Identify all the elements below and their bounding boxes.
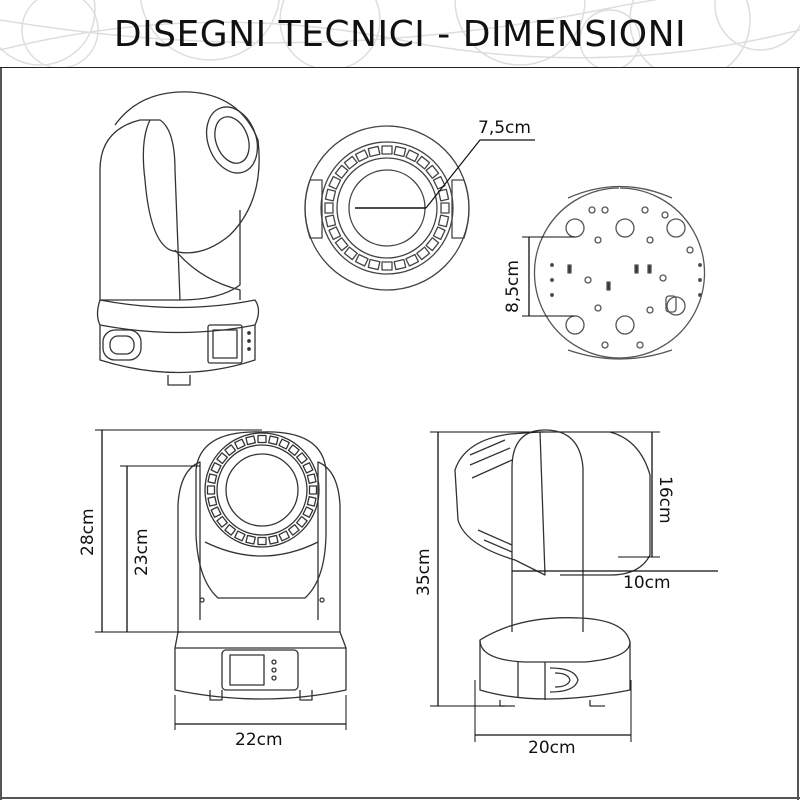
led-segment xyxy=(268,435,279,446)
led-segment xyxy=(381,261,393,271)
header-decoration xyxy=(0,0,800,68)
side-elevation-view xyxy=(454,429,651,707)
frame-left-border xyxy=(0,68,2,800)
led-segment xyxy=(343,155,358,170)
led-segment xyxy=(437,188,450,202)
led-segment xyxy=(416,155,431,170)
led-segment xyxy=(207,473,218,484)
side-head-height-label: 16cm xyxy=(655,476,675,524)
led-segment xyxy=(328,226,342,241)
led-segment xyxy=(295,452,308,465)
led-segment xyxy=(308,485,318,495)
led-segment xyxy=(210,506,222,518)
led-segment xyxy=(334,237,349,252)
lens-diameter-label: 7,5cm xyxy=(478,118,531,138)
led-segment xyxy=(207,496,218,507)
led-segment xyxy=(206,485,216,495)
page-title: DISEGNI TECNICI - DIMENSIONI xyxy=(113,14,687,55)
led-segment xyxy=(416,246,431,261)
base-spacing-label: 8,5cm xyxy=(503,260,523,313)
led-segment xyxy=(425,164,440,179)
led-segment xyxy=(245,435,256,446)
led-segment xyxy=(210,462,222,474)
frame-bottom-border xyxy=(0,797,800,799)
front-width-label: 22cm xyxy=(235,730,283,750)
led-segment xyxy=(257,536,267,546)
led-segment xyxy=(257,434,267,444)
led-segment xyxy=(367,258,381,271)
led-segment xyxy=(268,534,279,545)
led-segment xyxy=(343,246,358,261)
led-segment xyxy=(224,523,237,536)
front-height-total-label: 28cm xyxy=(78,508,98,556)
lens-diameter-leader xyxy=(425,139,535,209)
led-segment xyxy=(224,444,237,457)
led-segment xyxy=(328,175,342,190)
led-segment xyxy=(278,530,290,542)
led-segment xyxy=(405,253,420,267)
led-segment xyxy=(245,534,256,545)
header-banner: DISEGNI TECNICI - DIMENSIONI xyxy=(0,0,800,68)
side-head-depth-label: 10cm xyxy=(623,573,671,593)
led-segment xyxy=(306,473,317,484)
led-segment xyxy=(216,452,229,465)
led-segment xyxy=(440,202,450,214)
led-segment xyxy=(354,253,369,267)
led-segment xyxy=(324,188,337,202)
led-segment xyxy=(324,214,337,228)
front-elevation-view xyxy=(174,431,347,701)
led-segment xyxy=(216,515,229,528)
side-base-width-label: 20cm xyxy=(528,738,576,758)
frame-right-border xyxy=(797,68,799,800)
led-segment xyxy=(425,237,440,252)
led-segment xyxy=(437,214,450,228)
led-segment xyxy=(302,506,314,518)
led-segment xyxy=(432,175,446,190)
led-segment xyxy=(334,164,349,179)
side-height-total-label: 35cm xyxy=(414,548,434,596)
led-segment xyxy=(287,444,300,457)
led-segment xyxy=(432,226,446,241)
led-segment xyxy=(302,462,314,474)
led-segment xyxy=(393,258,407,271)
front-height-body-label: 23cm xyxy=(132,528,152,576)
led-segment xyxy=(295,515,308,528)
led-segment xyxy=(234,438,246,450)
led-segment xyxy=(234,530,246,542)
led-segment xyxy=(381,145,393,155)
led-segment xyxy=(306,496,317,507)
led-segment xyxy=(278,438,290,450)
led-segment xyxy=(354,149,369,163)
led-segment xyxy=(393,145,407,158)
base-bottom-view xyxy=(533,185,706,360)
led-segment xyxy=(367,145,381,158)
header-divider xyxy=(0,67,800,68)
led-segment xyxy=(287,523,300,536)
led-segment xyxy=(405,149,420,163)
perspective-view xyxy=(96,91,260,386)
led-segment xyxy=(324,202,334,214)
